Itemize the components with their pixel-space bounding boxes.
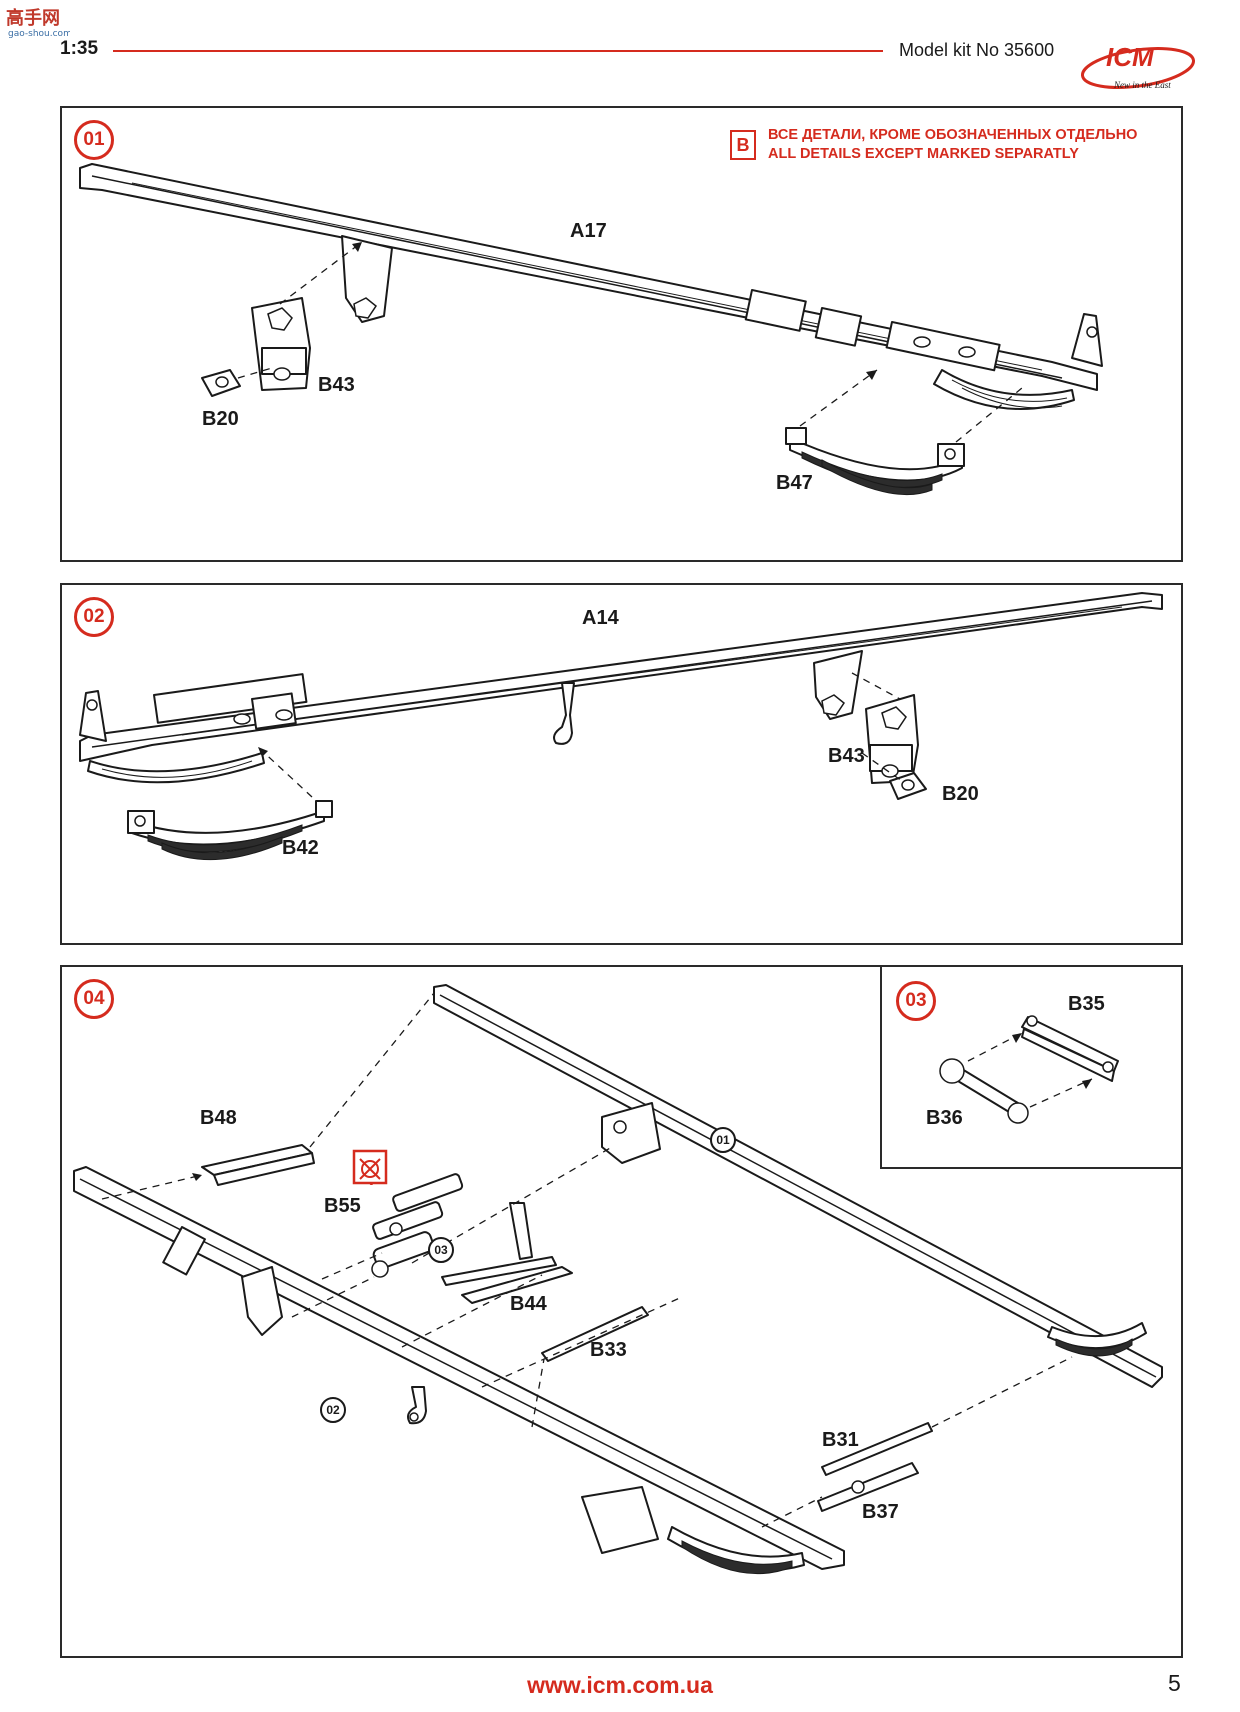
part-label-a14: A14 [582,607,619,629]
frame-rail-a14 [79,592,1163,784]
optional-part-icon [352,1149,388,1185]
sprue-note-ru: ВСЕ ДЕТАЛИ, КРОМЕ ОБОЗНАЧЕННЫХ ОТДЕЛЬНО [768,127,1138,143]
assembly-02-rail [73,1166,845,1575]
scale-label: 1:35 [60,38,99,59]
part-label-b43: B43 [828,745,865,767]
step-03-drawing [939,1015,1119,1124]
part-b37-rod [817,1462,919,1512]
ref-step-03: 03 [428,1237,454,1263]
part-label-b35: B35 [1068,993,1105,1015]
ref-step-02: 02 [320,1397,346,1423]
part-label-b33: B33 [590,1339,627,1361]
step-01-drawing [79,163,1103,496]
part-b42-leaf-spring [127,800,333,861]
assembly-01-rail [433,984,1163,1388]
part-b47-leaf-spring [785,427,965,496]
part-b35-plate [1021,1015,1119,1082]
frame-rail-a17 [79,163,1103,410]
step-02-panel: 02 [60,583,1183,945]
part-label-b20: B20 [942,783,979,805]
part-label-b42: B42 [282,837,319,859]
svg-text:New in the East: New in the East [1113,80,1171,90]
svg-text:gao-shou.com: gao-shou.com [8,29,70,39]
part-label-b37: B37 [862,1501,899,1523]
step-04-panel: 04 [60,965,1183,1658]
part-b48 [201,1144,315,1186]
part-b55-shock [372,1173,464,1240]
part-label-b48: B48 [200,1107,237,1129]
website-link[interactable]: www.icm.com.ua [527,1672,713,1698]
part-b36-crossmember [939,1058,1029,1124]
step-number-03: 03 [896,981,936,1021]
part-label-b55: B55 [324,1195,361,1217]
step-number-04: 04 [74,979,114,1019]
step-01-panel: 01 B ВСЕ ДЕТАЛИ, КРОМЕ ОБОЗНАЧЕННЫХ ОТДЕ… [60,106,1183,562]
svg-text:高手网: 高手网 [6,7,60,29]
kit-title: Model kit No 35600 [899,40,1055,60]
step-03-panel: 03 B35 B36 [880,965,1183,1169]
part-label-b43: B43 [318,374,355,396]
part-label-b20: B20 [202,408,239,430]
part-b20-block [201,369,241,397]
icm-logo: ICM New in the East [1080,42,1196,90]
part-b44 [441,1202,573,1304]
sprue-note-en: ALL DETAILS EXCEPT MARKED SEPARATLY [768,146,1079,162]
part-label-b36: B36 [926,1107,963,1129]
watermark-logo: 高手网 gao-shou.com [6,7,70,39]
step-02-drawing [79,592,1163,861]
part-label-b31: B31 [822,1429,859,1451]
part-b31-rod [821,1422,933,1476]
step-number-02: 02 [74,597,114,637]
part-label-b44: B44 [510,1293,547,1315]
svg-text:ICM: ICM [1106,42,1155,72]
step-04-drawing [73,984,1163,1575]
sprue-b-badge: B [730,130,756,160]
ref-step-01: 01 [710,1127,736,1153]
step-number-01: 01 [74,120,114,160]
page-number: 5 [1168,1670,1181,1696]
sprue-note: ВСЕ ДЕТАЛИ, КРОМЕ ОБОЗНАЧЕННЫХ ОТДЕЛЬНО … [768,126,1137,164]
header-divider [113,50,883,52]
part-b43-bracket [865,694,919,784]
part-label-a17: A17 [570,220,607,242]
part-label-b47: B47 [776,472,813,494]
part-b43-bracket [251,297,311,391]
